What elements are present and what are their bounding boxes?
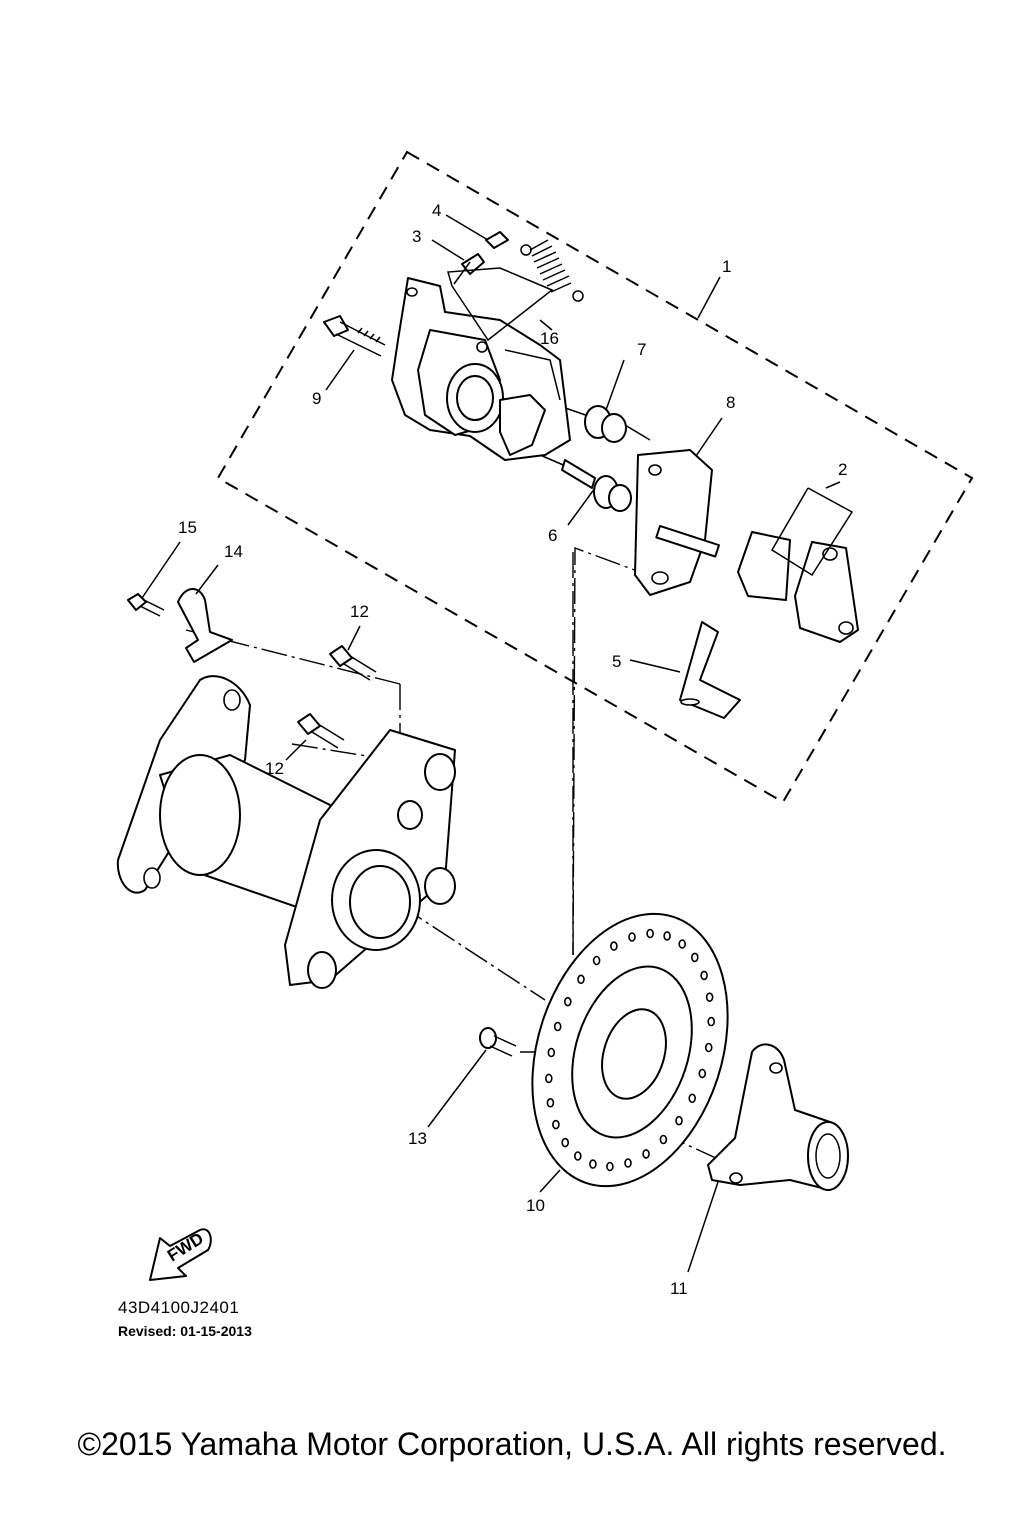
brake-caliper [391, 277, 571, 461]
callout-5: 5 [612, 652, 621, 671]
disc-hole [606, 1161, 614, 1172]
disc-hole [573, 1151, 582, 1161]
disc-hole [547, 1047, 556, 1058]
callout-15: 15 [178, 518, 197, 537]
callout-11: 11 [670, 1279, 688, 1298]
caliper-assembly-boundary [216, 150, 974, 804]
disc-hole [552, 1119, 560, 1130]
callout-4: 4 [432, 201, 441, 220]
callout-16: 16 [540, 329, 559, 348]
disc-hole [546, 1098, 555, 1108]
disc-bolt [479, 1027, 517, 1057]
pad-support [679, 621, 741, 719]
disc-hole [642, 1149, 650, 1159]
disc-hole [705, 992, 714, 1003]
callout-3: 3 [412, 227, 421, 246]
bracket-bolt-lower [297, 713, 345, 749]
callout-12-lower: 12 [265, 759, 284, 778]
bleed-cap [485, 231, 509, 249]
callout-13: 13 [408, 1129, 427, 1148]
disc-hole [628, 932, 636, 942]
disc-hole [646, 928, 654, 939]
copyright-notice: ©2015 Yamaha Motor Corporation, U.S.A. A… [77, 1426, 947, 1462]
callout-1: 1 [722, 257, 731, 276]
disc-hole [577, 974, 585, 985]
callout-6: 6 [548, 526, 557, 545]
forward-direction-arrow: FWD [149, 1228, 212, 1281]
brake-pads [737, 531, 859, 643]
callout-2: 2 [838, 460, 847, 479]
axle-housing [116, 675, 456, 989]
callout-10: 10 [526, 1196, 545, 1215]
disc-hole [707, 1016, 716, 1027]
revision-date: Revised: 01-15-2013 [118, 1323, 252, 1339]
disc-hole [592, 955, 601, 966]
boot [584, 405, 627, 443]
caliper-bracket [634, 449, 720, 596]
wheel-hub [707, 1043, 849, 1191]
disc-hole [690, 952, 699, 963]
disc-hole [675, 1115, 683, 1126]
callout-12-upper: 12 [350, 602, 369, 621]
disc-hole [698, 1068, 707, 1079]
disc-hole [663, 931, 671, 941]
disc-hole [704, 1042, 713, 1053]
caliper-bolt [323, 315, 386, 357]
disc-hole [589, 1159, 597, 1169]
disc-holes [544, 928, 716, 1172]
diagram-code: 43D4100J2401 [118, 1298, 240, 1317]
disc-hole [624, 1158, 632, 1168]
caliper-spring [520, 239, 584, 302]
hose-guide [177, 588, 233, 663]
brake-disc [531, 912, 729, 1188]
disc-hole [688, 1093, 697, 1104]
part-callouts: 1 2 3 4 5 6 7 8 9 10 11 12 12 13 14 15 1… [178, 201, 847, 1298]
disc-hole [610, 941, 618, 951]
callout-8: 8 [726, 393, 735, 412]
hose-guide-bolt [127, 593, 165, 617]
callout-9: 9 [312, 389, 321, 408]
callout-14: 14 [224, 542, 243, 561]
disc-hole [659, 1134, 668, 1145]
disc-hole [544, 1073, 553, 1084]
leader-lines [141, 214, 854, 1273]
disc-hole [678, 939, 687, 949]
bracket-bolt-upper [329, 645, 377, 681]
callout-7: 7 [637, 340, 646, 359]
disc-hole [563, 996, 572, 1007]
disc-hole [700, 970, 708, 981]
guide-pin [561, 459, 632, 512]
disc-hole [561, 1137, 570, 1148]
disc-hole [553, 1021, 562, 1032]
